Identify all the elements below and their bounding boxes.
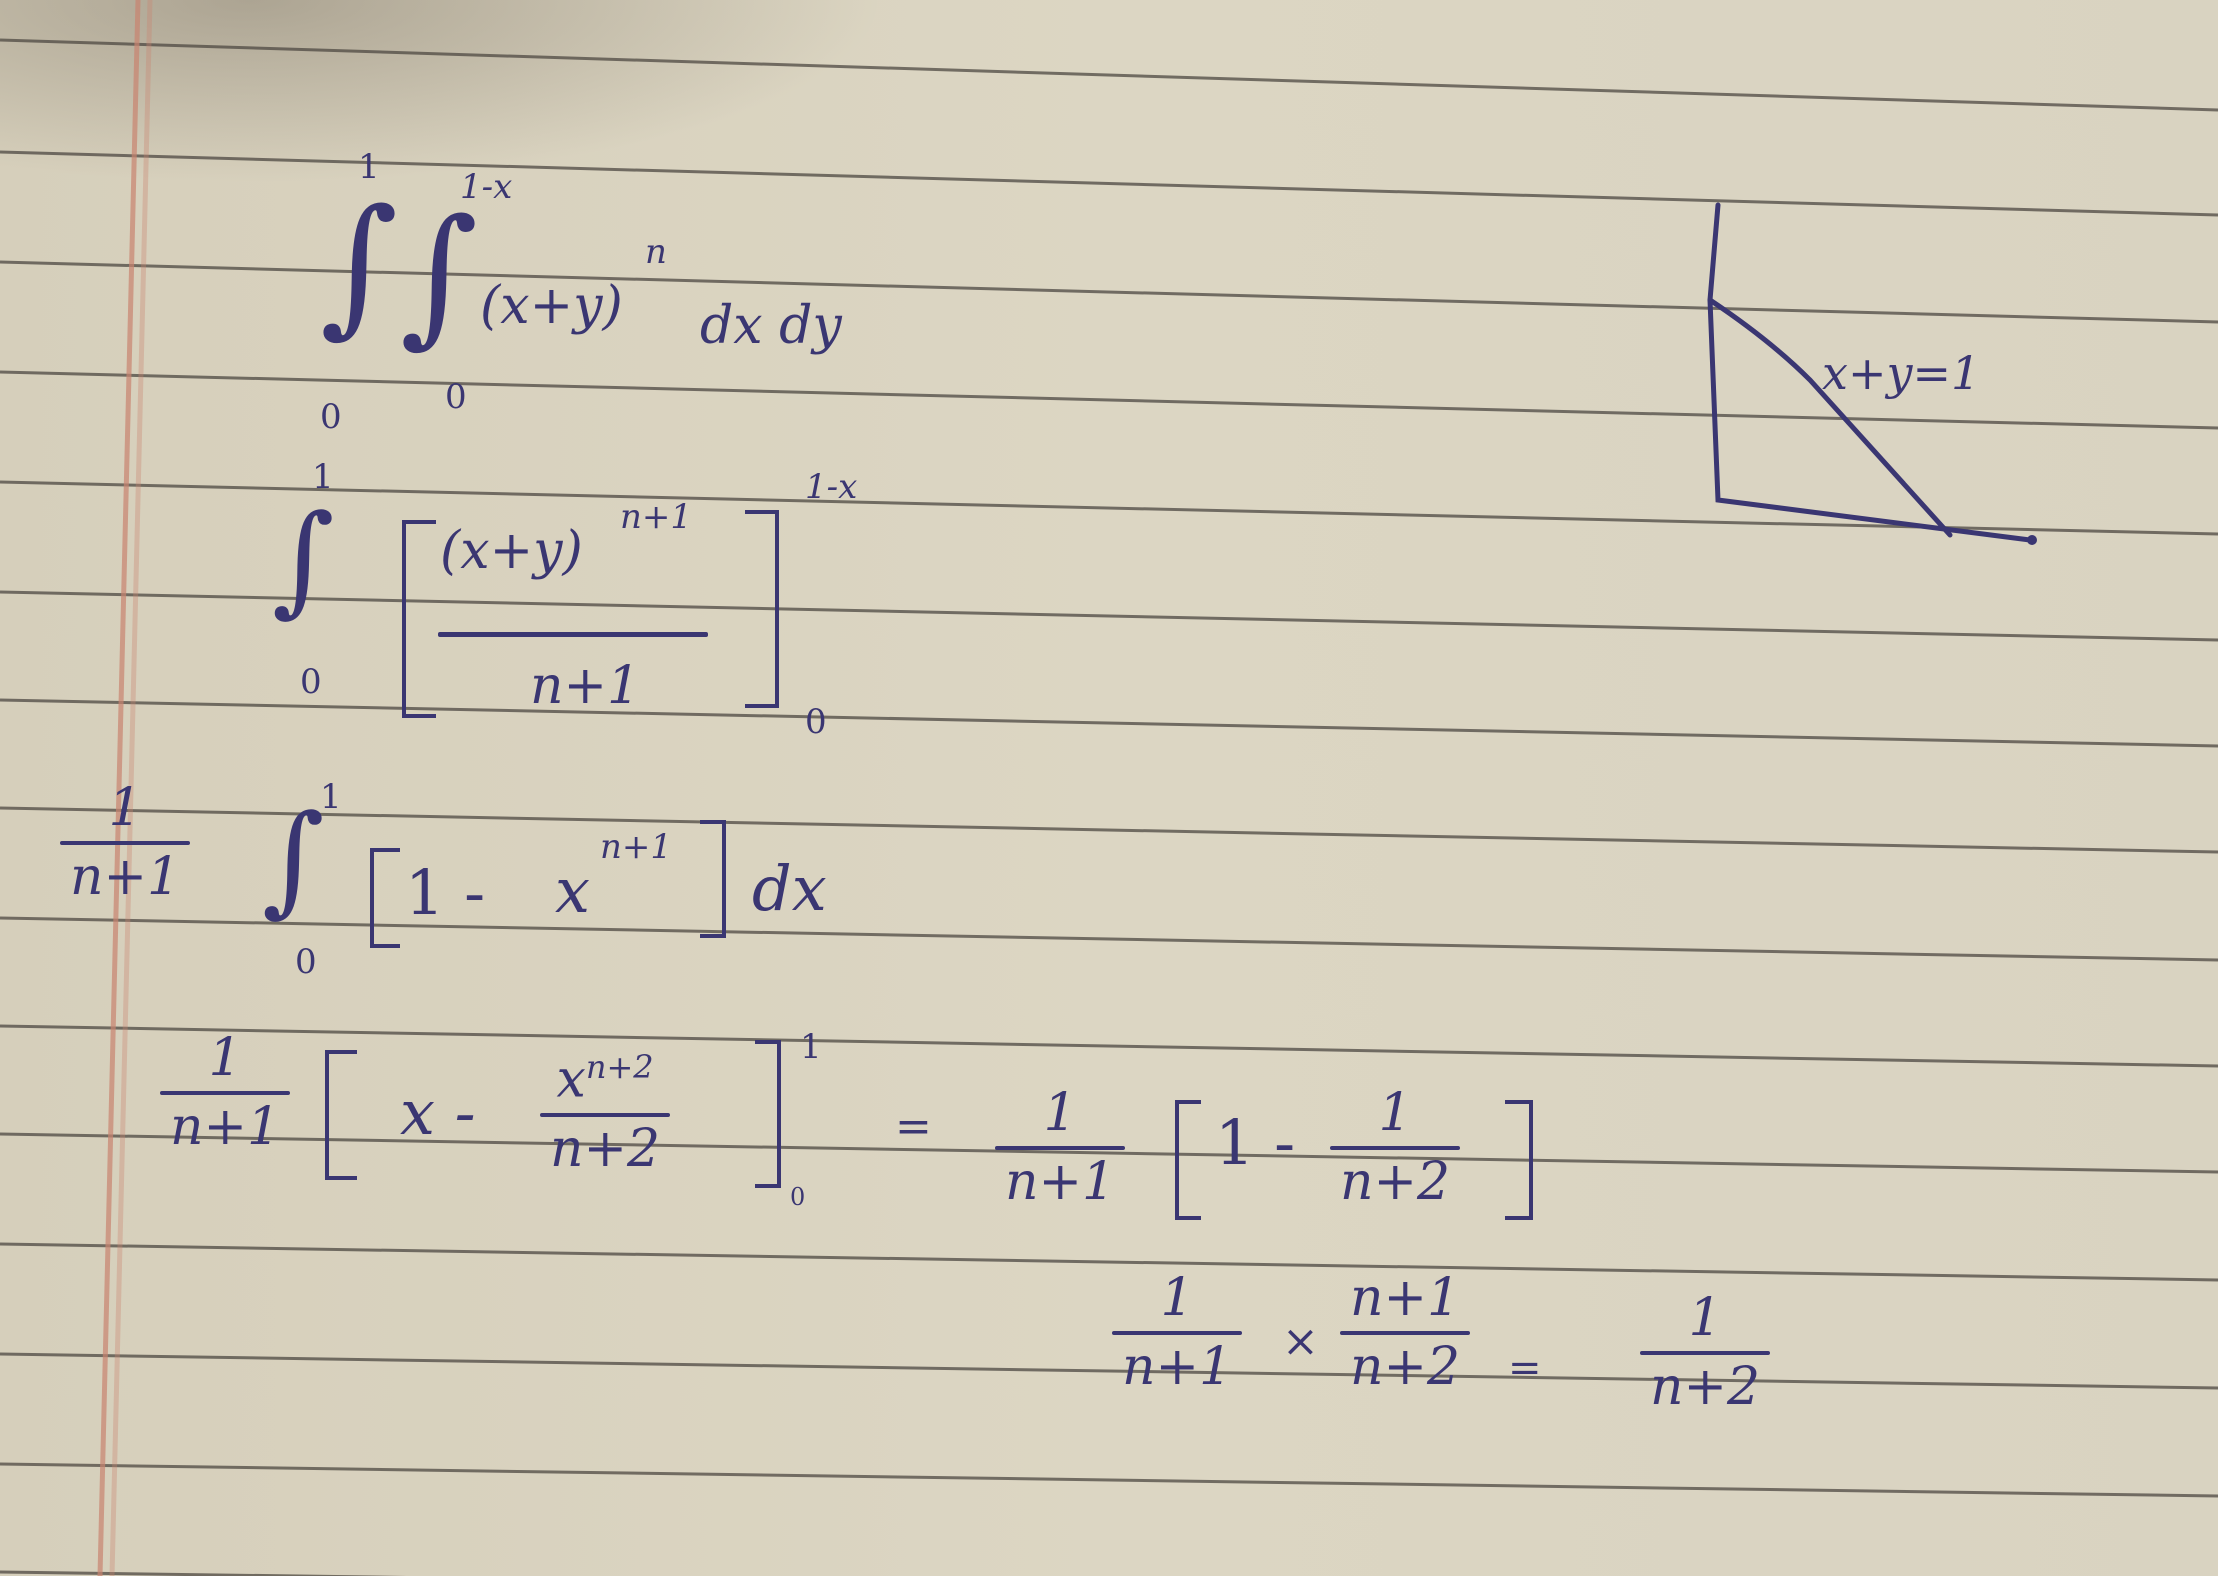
left-bracket — [325, 1050, 357, 1180]
right-bracket — [700, 820, 726, 938]
x-power-fraction: xn+2 n+2 — [540, 1049, 671, 1178]
differentials: dx dy — [700, 296, 842, 356]
eval-lower: 0 — [790, 1183, 806, 1211]
integral-sign: ∫ — [272, 490, 335, 629]
line-x-plus-y-eq-1 — [1707, 297, 1953, 538]
rhs-coefficient-fraction: 1 n+1 — [995, 1084, 1126, 1211]
left-bracket — [370, 848, 400, 948]
inner-lower-limit: 0 — [445, 377, 467, 417]
term1: x - — [400, 1076, 476, 1149]
axes — [1707, 202, 2033, 543]
lower-limit: 0 — [300, 662, 322, 702]
fraction-2: n+1 n+2 — [1340, 1269, 1471, 1396]
times-sign: × — [1282, 1316, 1319, 1367]
outer-integral-sign: ∫ — [320, 178, 399, 352]
eval-upper: 1 — [800, 1027, 822, 1067]
lower-limit: 0 — [295, 942, 317, 982]
equals-sign: = — [1508, 1345, 1542, 1391]
fraction-1: 1 n+1 — [1112, 1269, 1243, 1396]
eval-lower: 0 — [805, 702, 827, 742]
right-bracket — [745, 510, 779, 708]
rhs-bracket-left-term: 1 - — [1215, 1106, 1296, 1179]
denominator: n+1 — [530, 656, 641, 716]
eval-upper: 1-x — [805, 467, 858, 507]
bracket-left-term: 1 - — [405, 856, 486, 929]
right-bracket — [755, 1040, 781, 1188]
fraction-bar — [438, 632, 708, 637]
bracket-exponent: n+1 — [600, 827, 673, 867]
differential: dx — [752, 852, 827, 925]
region-triangle-diagram — [1707, 202, 2037, 545]
equals-sign: = — [895, 1101, 932, 1152]
integrand: (x+y) — [480, 276, 623, 336]
inner-upper-limit: 1-x — [460, 167, 513, 207]
upper-limit: 1 — [320, 777, 342, 817]
numerator-exponent: n+1 — [620, 497, 693, 537]
inner-integral-sign: ∫ — [400, 188, 479, 362]
outer-upper-limit: 1 — [358, 147, 380, 187]
bracket-base: x — [555, 854, 590, 927]
numerator: (x+y) — [440, 521, 583, 581]
rhs-right-bracket — [1505, 1100, 1533, 1220]
left-bracket — [402, 520, 436, 718]
rhs-left-bracket — [1175, 1100, 1201, 1220]
outer-lower-limit: 0 — [320, 397, 342, 437]
integral-sign: ∫ — [262, 790, 325, 929]
rhs-inner-fraction: 1 n+2 — [1330, 1084, 1461, 1211]
diagram-label: x+y=1 — [1822, 346, 1981, 400]
coefficient-fraction: 1 n+1 — [160, 1029, 291, 1156]
integrand-exponent: n — [645, 232, 667, 272]
margin-line — [97, 0, 153, 1576]
upper-limit: 1 — [312, 457, 334, 497]
coefficient-fraction: 1 n+1 — [60, 779, 191, 906]
result-fraction: 1 n+2 — [1640, 1289, 1771, 1416]
